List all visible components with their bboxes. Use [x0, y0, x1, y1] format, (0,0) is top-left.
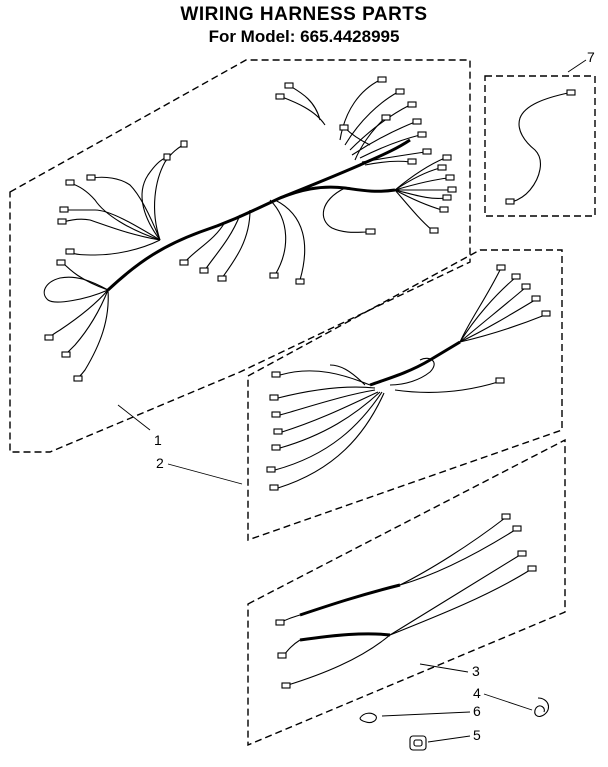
- callout-labels: 1 2 3 4 6 5 7: [117, 49, 595, 743]
- part-5-grommet: [409, 735, 427, 751]
- callout-2: 2: [156, 455, 164, 471]
- harness-panel-2: [247, 249, 563, 541]
- callout-6: 6: [473, 703, 481, 719]
- harness-panel-3: [247, 438, 566, 747]
- harness-panel-1: [9, 59, 471, 453]
- callout-3: 3: [472, 663, 480, 679]
- page-title: WIRING HARNESS PARTS: [180, 4, 428, 25]
- callout-1: 1: [154, 432, 162, 448]
- model-subtitle: For Model: 665.4428995: [208, 27, 400, 46]
- callout-7: 7: [587, 49, 595, 65]
- part-6-connector: [359, 712, 377, 724]
- callout-5: 5: [473, 727, 481, 743]
- part-4-clip: [534, 697, 550, 717]
- callout-4: 4: [473, 685, 481, 701]
- lead-panel-7: [484, 75, 596, 217]
